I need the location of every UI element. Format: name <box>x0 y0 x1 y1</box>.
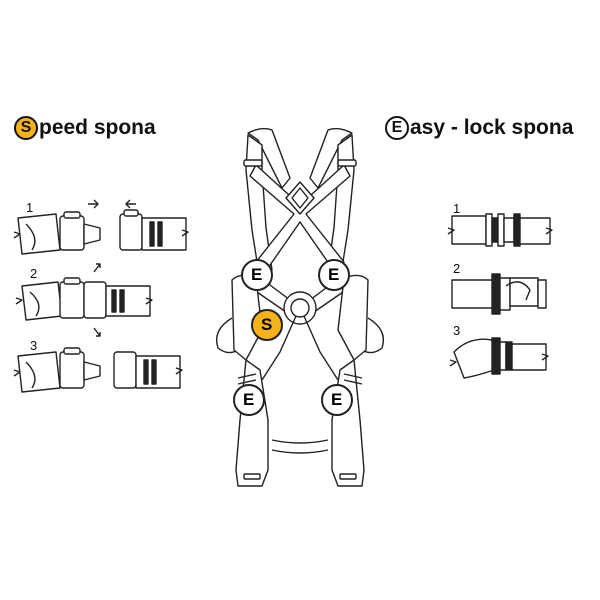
harness-illustration <box>215 127 385 487</box>
speed-marker <box>251 309 283 341</box>
speed-spona-heading: S peed spona <box>14 116 156 140</box>
easy-badge: E <box>385 116 409 140</box>
speed-step-2-illustration <box>15 263 153 337</box>
easy-lock-spona-heading: E asy - lock spona <box>385 116 573 140</box>
easy-step-2-illustration <box>451 273 547 315</box>
easy-lock-marker-letter-bottom-right: E <box>331 390 343 409</box>
easy-step-3-number: 3 <box>453 323 461 338</box>
easy-lock-marker-letter-top-right: E <box>328 265 340 284</box>
easy-lock-marker-letter-top-left: E <box>251 265 263 284</box>
speed-step-1-number: 1 <box>26 200 34 215</box>
easy-lock-marker-letter-bottom-left: E <box>243 390 255 409</box>
easy-step-1-number: 1 <box>453 201 461 216</box>
easy-lock-marker-top-left <box>241 259 273 291</box>
speed-step-3-illustration <box>13 347 183 393</box>
easy-lock-marker-bottom-left <box>233 384 265 416</box>
easy-heading-text: asy - lock spona <box>410 116 574 139</box>
speed-step-3-number: 3 <box>30 338 38 353</box>
easy-step-1-illustration <box>447 213 553 247</box>
easy-step-3-illustration <box>449 337 549 379</box>
easy-lock-marker-top-right <box>318 259 350 291</box>
easy-step-2-number: 2 <box>453 261 461 276</box>
speed-badge: S <box>14 116 38 140</box>
speed-heading-text: peed spona <box>39 116 156 139</box>
easy-lock-marker-bottom-right <box>321 384 353 416</box>
speed-step-2-number: 2 <box>30 266 38 281</box>
speed-step-1-illustration <box>13 199 189 255</box>
speed-marker-letter: S <box>261 315 273 334</box>
